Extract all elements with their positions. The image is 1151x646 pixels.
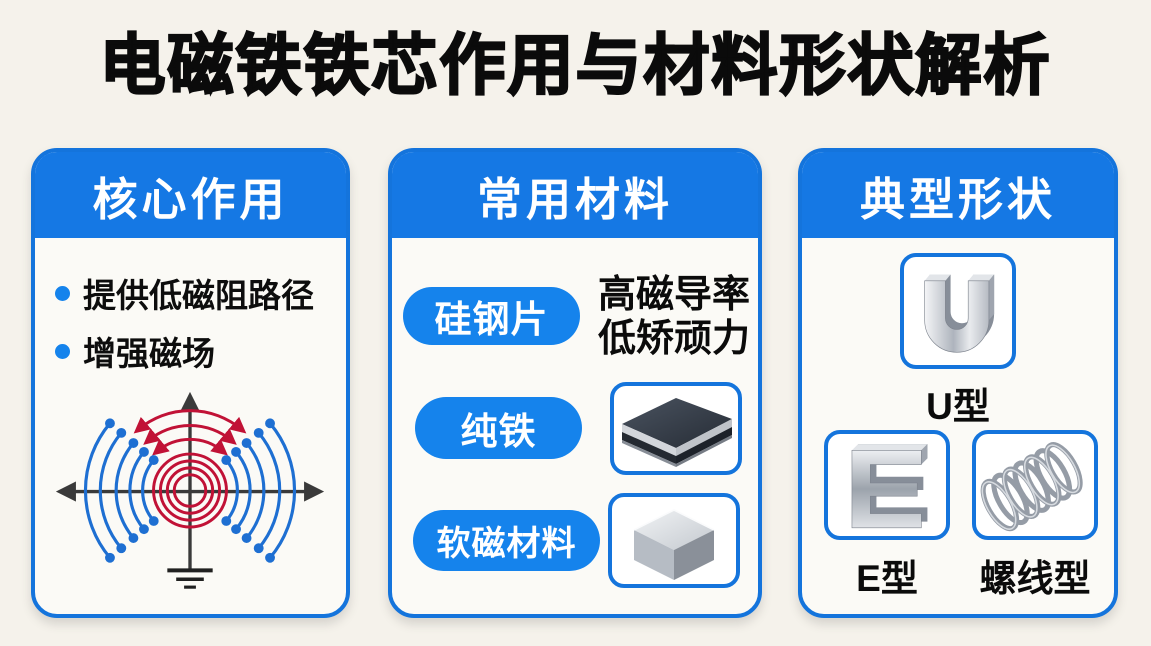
solenoid-label: 螺线型 — [979, 558, 1091, 599]
u-core-icon — [924, 274, 995, 353]
material-pill-pure-iron: 纯铁 — [415, 397, 582, 459]
e-core-icon — [852, 444, 928, 529]
card-typical-shapes: 典型形状 U型 — [798, 148, 1118, 618]
card-shapes-header: 典型形状 — [802, 152, 1114, 238]
metal-cube-image — [608, 493, 740, 588]
e-core-label: E型 — [856, 558, 918, 599]
laminated-steel-sheets-graphic — [622, 398, 732, 467]
material-pill-silicon-steel: 硅钢片 — [403, 287, 580, 345]
magnetic-field-diagram — [55, 391, 325, 589]
note-line: 低矫顽力 — [598, 318, 751, 361]
card-core-function: 核心作用 提供低磁阻路径 增强磁场 — [31, 148, 350, 618]
solenoid-box — [972, 430, 1098, 540]
card-header-label: 核心作用 — [92, 173, 289, 225]
page-title: 电磁铁铁芯作用与材料形状解析 — [98, 27, 1052, 103]
bullet-list: 提供低磁阻路径 增强磁场 — [55, 264, 314, 380]
u-core-box — [900, 253, 1016, 369]
material-note: 高磁导率 低矫顽力 — [598, 273, 750, 361]
card-header-label: 常用材料 — [476, 173, 673, 225]
list-item: 增强磁场 — [55, 322, 314, 380]
list-item: 提供低磁阻路径 — [55, 264, 314, 322]
e-core-box — [824, 430, 950, 540]
solenoid-coil-icon — [981, 442, 1084, 532]
bullet-text: 增强磁场 — [83, 335, 215, 372]
card-core-function-header: 核心作用 — [35, 152, 346, 238]
laminated-steel-sheets-image — [610, 382, 742, 475]
bullet-dot-icon — [55, 343, 70, 359]
u-core-label: U型 — [926, 386, 990, 427]
material-pill-soft-magnetic: 软磁材料 — [413, 510, 600, 571]
card-header-label: 典型形状 — [859, 173, 1056, 225]
note-line: 高磁导率 — [598, 274, 751, 316]
bullet-dot-icon — [55, 285, 70, 301]
bullet-text: 提供低磁阻路径 — [83, 277, 314, 314]
metal-cube-graphic — [633, 509, 715, 580]
card-materials: 常用材料 硅钢片 高磁导率 低矫顽力 纯铁 — [388, 148, 762, 618]
card-materials-header: 常用材料 — [392, 152, 758, 238]
